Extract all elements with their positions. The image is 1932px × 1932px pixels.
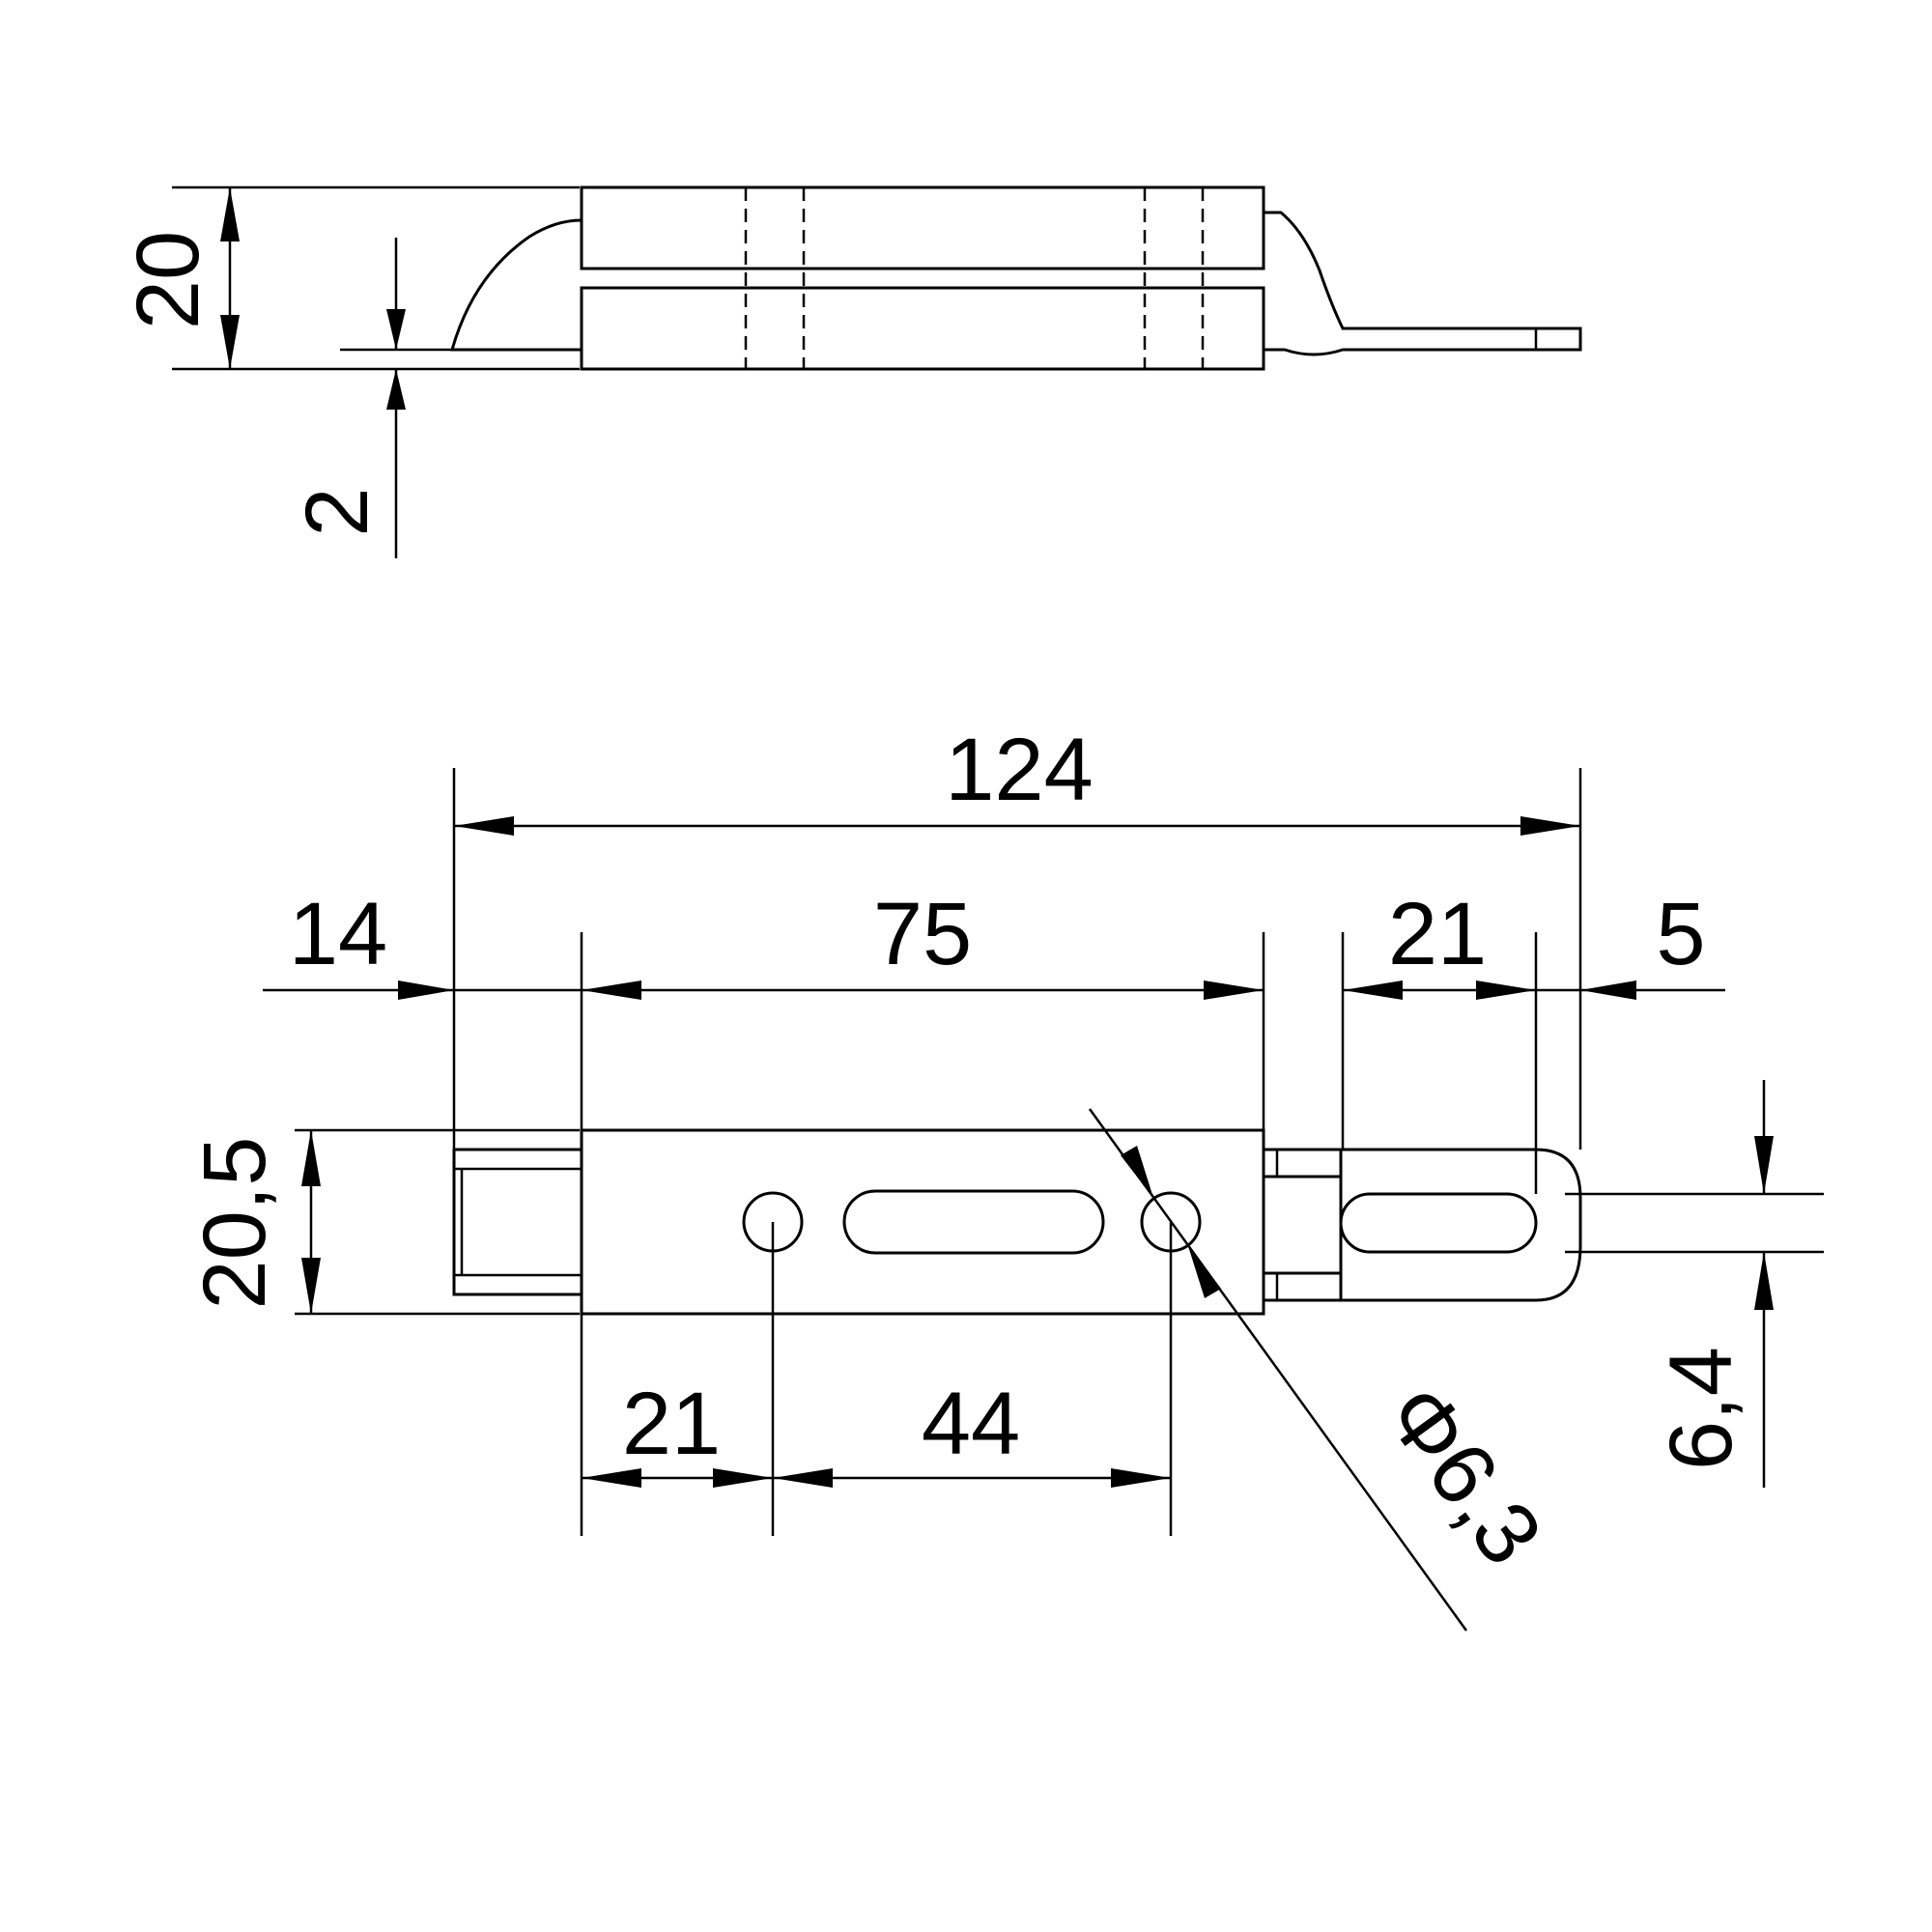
- dimension-slot-width: 6,4: [1565, 1080, 1824, 1488]
- dim-label-first-hole: 21: [622, 1375, 721, 1473]
- dim-label-hole-diameter: Φ6,3: [1367, 1367, 1561, 1582]
- dimension-top-row: 14 75 21 5: [263, 885, 1725, 1194]
- left-stub: [452, 1148, 583, 1296]
- dim-label-height: 20: [119, 231, 217, 329]
- dim-label-left-offset: 14: [289, 885, 387, 983]
- dim-label-slot-length: 21: [1388, 885, 1487, 983]
- main-body: [580, 1128, 1265, 1316]
- dimension-overall-length: 124: [452, 721, 1582, 1150]
- right-tongue: [1264, 211, 1582, 356]
- dim-label-body-length: 75: [873, 885, 972, 983]
- dim-label-thickness: 2: [288, 487, 386, 536]
- tongue-slot: [1339, 1192, 1538, 1254]
- upper-leaf: [580, 185, 1265, 270]
- dim-label-hole-spacing: 44: [922, 1375, 1020, 1473]
- dimension-thickness: 2: [288, 238, 452, 558]
- dimension-hole-diameter: Φ6,3: [1088, 1108, 1561, 1632]
- dim-label-overall-length: 124: [945, 721, 1094, 819]
- front-view: 124 14 75 21 5: [185, 721, 1824, 1632]
- dimension-body-height: 20,5: [185, 1128, 580, 1316]
- dimension-height: 20: [119, 185, 580, 371]
- dim-label-slot-width: 6,4: [1652, 1347, 1750, 1470]
- side-view: 20 2: [119, 185, 1582, 558]
- bolt-neck: [1262, 1148, 1343, 1302]
- body-slot: [842, 1189, 1105, 1255]
- bolt-tongue: [1339, 1148, 1582, 1302]
- hidden-hole-lines: [744, 187, 1205, 369]
- dim-label-end-margin: 5: [1656, 885, 1705, 983]
- dim-label-body-height: 20,5: [185, 1136, 284, 1309]
- dimension-bottom-row: 21 44: [580, 1222, 1173, 1536]
- left-bracket-curve: [450, 218, 582, 352]
- lower-leaf: [580, 286, 1265, 371]
